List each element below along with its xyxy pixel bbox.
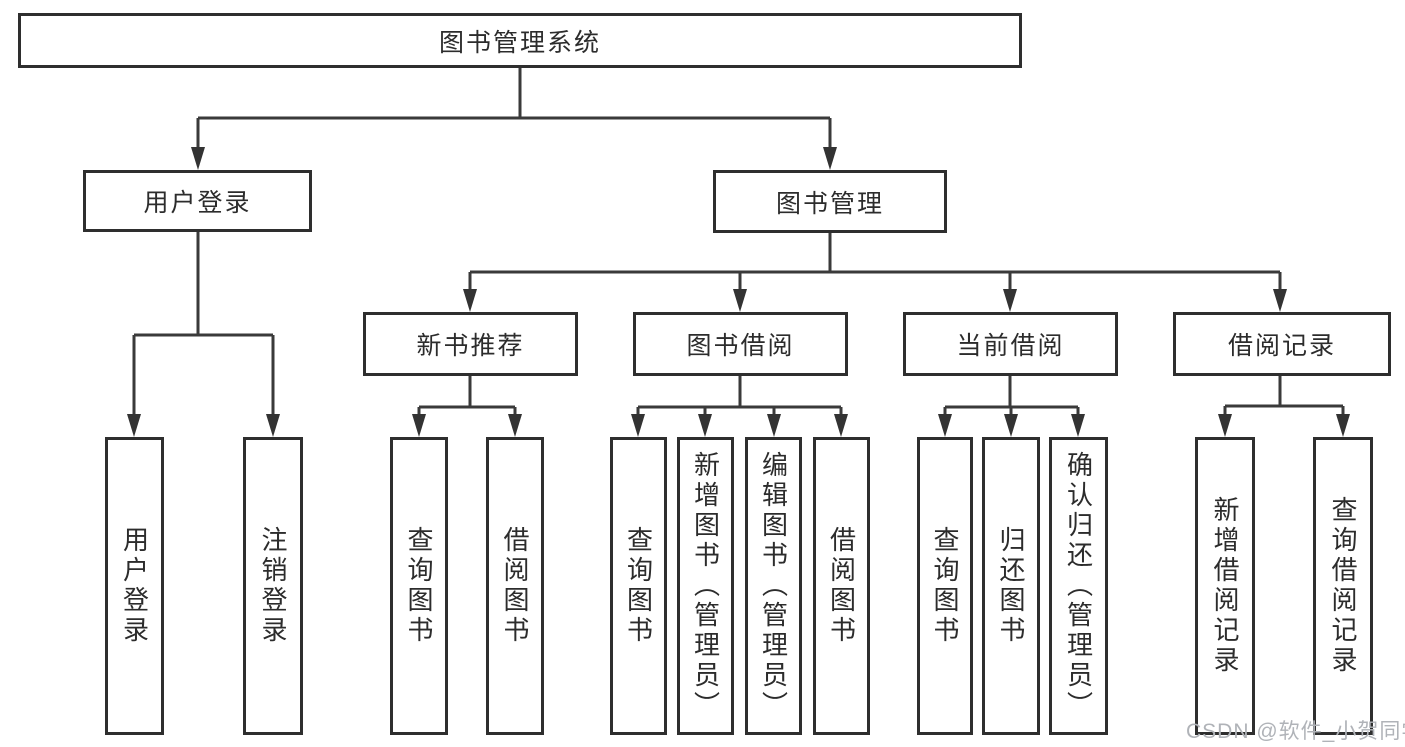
node-current-borrow: 当前借阅	[903, 312, 1118, 376]
leaf-confirm-return-admin-label: 确认归还（管理员）	[1063, 451, 1094, 721]
leaf-borrow-books-recommend: 借阅图书	[486, 437, 544, 735]
leaf-query-borrow-record-label: 查询借阅记录	[1328, 496, 1358, 676]
node-new-book-recommend-label: 新书推荐	[416, 332, 525, 360]
leaf-add-books-admin: 新增图书（管理员）	[677, 437, 734, 735]
leaf-user-login-label: 用户登录	[119, 526, 150, 646]
node-book-management-label: 图书管理	[775, 189, 884, 218]
leaf-query-books-recommend: 查询图书	[390, 437, 448, 735]
leaf-borrow-books-recommend-label: 借阅图书	[500, 526, 530, 646]
leaf-borrow-books: 借阅图书	[813, 437, 870, 735]
arrowhead-icons	[127, 147, 1350, 437]
leaf-query-books-borrow: 查询图书	[610, 437, 667, 735]
node-current-borrow-label: 当前借阅	[956, 332, 1065, 360]
node-library-system: 图书管理系统	[18, 13, 1022, 68]
node-library-system-label: 图书管理系统	[438, 28, 601, 57]
node-borrow-records-label: 借阅记录	[1227, 332, 1336, 360]
leaf-query-borrow-record: 查询借阅记录	[1313, 437, 1373, 735]
node-borrow-records: 借阅记录	[1173, 312, 1391, 376]
node-new-book-recommend: 新书推荐	[363, 312, 578, 376]
node-book-borrow: 图书借阅	[633, 312, 848, 376]
leaf-query-books-recommend-label: 查询图书	[404, 526, 434, 646]
leaf-query-books-current-label: 查询图书	[930, 526, 960, 646]
leaf-query-books-current: 查询图书	[917, 437, 973, 735]
node-book-borrow-label: 图书借阅	[686, 332, 795, 360]
csdn-watermark: CSDN @软件_小贺同学	[1186, 720, 1405, 743]
leaf-logout: 注销登录	[243, 437, 303, 735]
leaf-confirm-return-admin: 确认归还（管理员）	[1049, 437, 1108, 735]
leaf-return-books-label: 归还图书	[996, 526, 1026, 646]
leaf-logout-label: 注销登录	[258, 526, 288, 646]
leaf-add-borrow-record-label: 新增借阅记录	[1210, 496, 1240, 676]
node-user-login-label: 用户登录	[143, 189, 252, 217]
leaf-add-borrow-record: 新增借阅记录	[1195, 437, 1255, 735]
node-user-login: 用户登录	[83, 170, 312, 232]
leaf-edit-books-admin: 编辑图书（管理员）	[745, 437, 802, 735]
leaf-query-books-borrow-label: 查询图书	[623, 526, 654, 646]
leaf-add-books-admin-label: 新增图书（管理员）	[690, 451, 721, 721]
leaf-edit-books-admin-label: 编辑图书（管理员）	[758, 451, 789, 721]
leaf-user-login: 用户登录	[105, 437, 164, 735]
node-book-management: 图书管理	[713, 170, 947, 233]
leaf-return-books: 归还图书	[982, 437, 1040, 735]
leaf-borrow-books-label: 借阅图书	[826, 526, 857, 646]
